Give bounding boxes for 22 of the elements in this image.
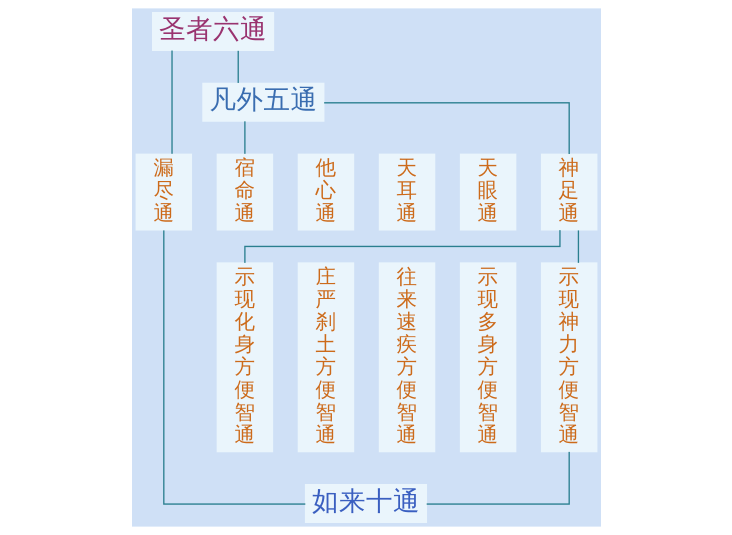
node-box: 庄严刹土方便智通 — [297, 262, 354, 452]
connector — [577, 230, 579, 263]
connector — [237, 50, 238, 83]
connector — [426, 452, 570, 505]
connector — [170, 50, 172, 154]
node-box: 漏尽通 — [135, 154, 192, 231]
node-box: 如来十通 — [304, 484, 427, 524]
node-box: 往来速疾方便智通 — [378, 262, 435, 452]
node-box: 宿命通 — [216, 154, 273, 231]
node-box: 凡外五通 — [202, 82, 324, 122]
connector — [244, 230, 560, 263]
node-box: 示现神力方便智通 — [540, 262, 597, 452]
node-box: 示现多身方便智通 — [459, 262, 516, 452]
connector — [244, 121, 246, 154]
connector — [324, 102, 570, 154]
node-box: 天耳通 — [378, 154, 435, 231]
node-box: 天眼通 — [459, 154, 516, 231]
node-box: 神足通 — [540, 154, 597, 231]
connector — [162, 230, 305, 505]
node-box: 他心通 — [297, 154, 354, 231]
node-box: 示现化身方便智通 — [216, 262, 273, 452]
node-box: 圣者六通 — [152, 12, 274, 51]
